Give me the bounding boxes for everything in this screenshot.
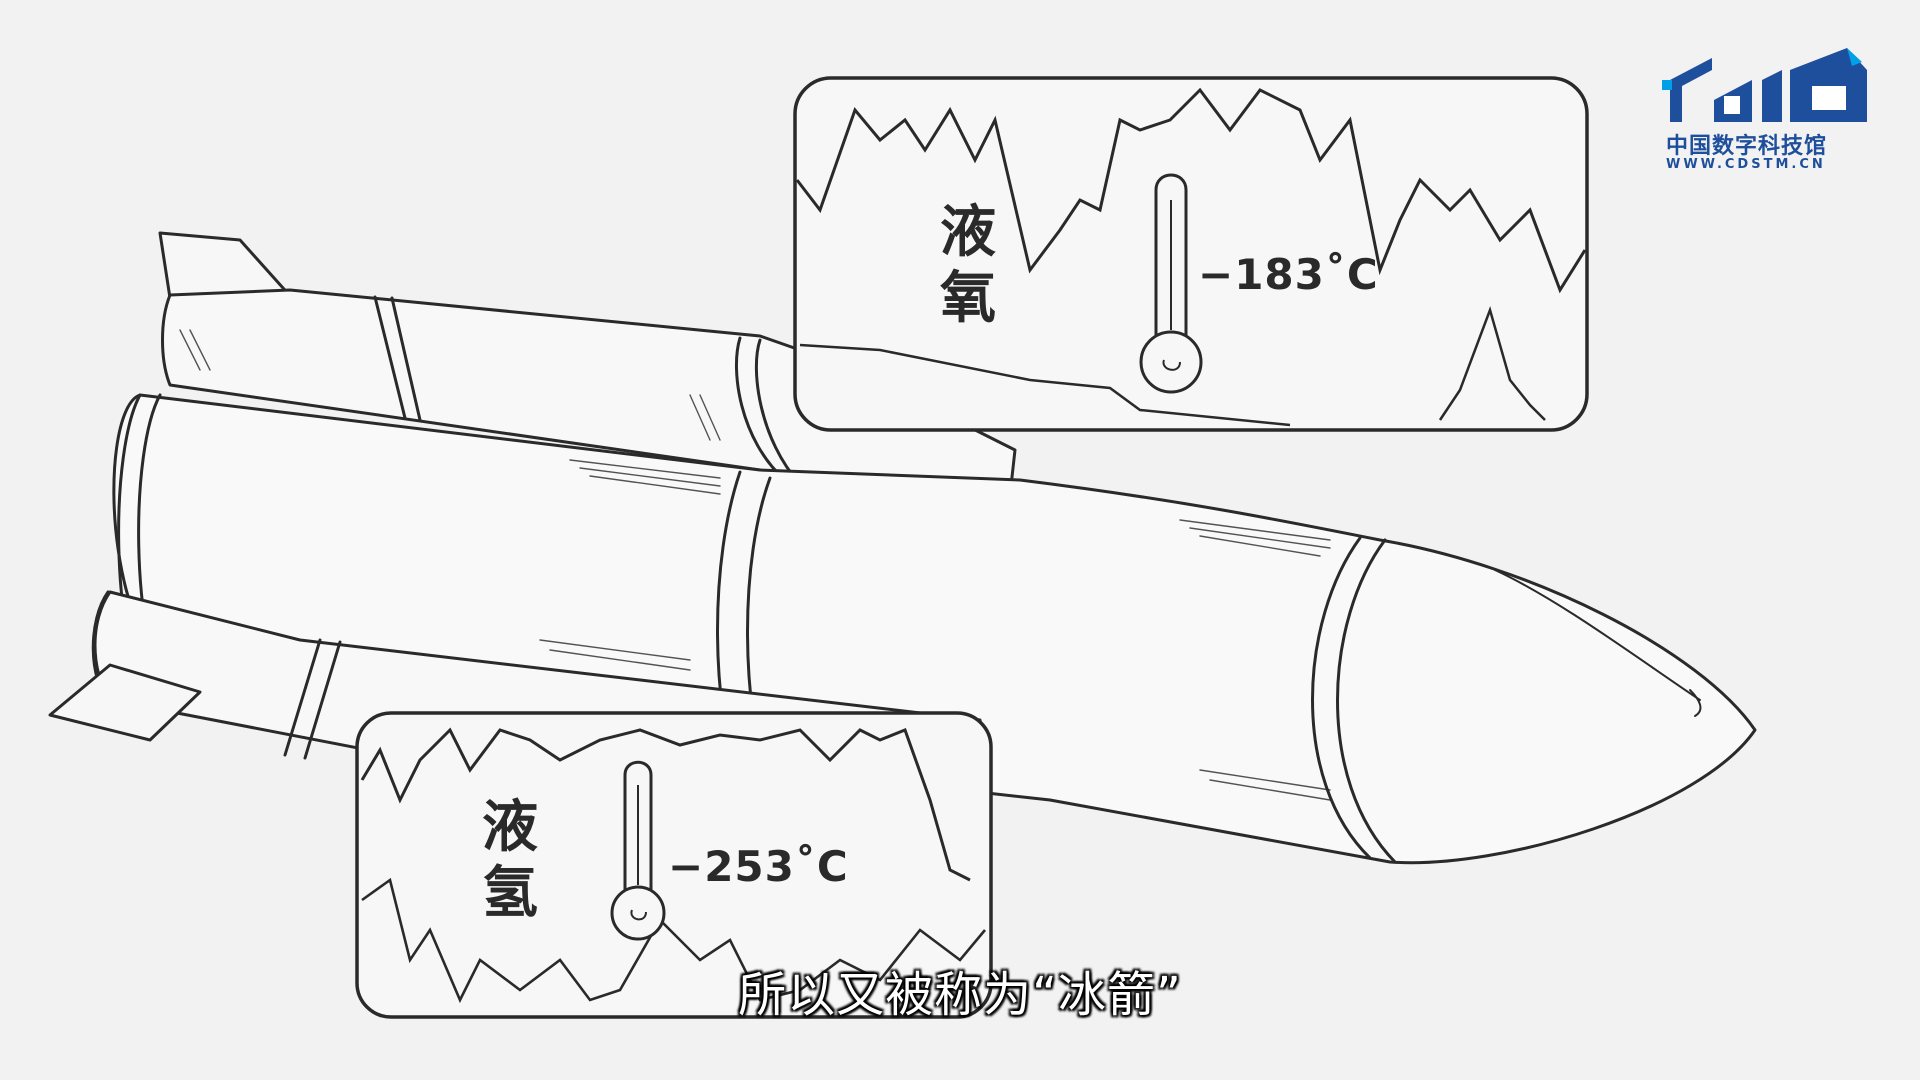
oxygen-label-line1: 液 xyxy=(940,200,996,265)
hydrogen-thermometer-icon xyxy=(610,760,666,941)
hydrogen-label-line1: 液 xyxy=(482,795,538,860)
oxygen-thermometer-icon xyxy=(1139,173,1203,394)
logo-url: WWW.CDSTM.CN xyxy=(1666,157,1826,172)
hydrogen-label-line2: 氢 xyxy=(482,861,538,926)
logo-name: 中国数字科技馆 xyxy=(1666,134,1828,159)
lower-fin xyxy=(48,663,202,742)
upper-fin xyxy=(158,231,294,300)
hydrogen-label: 液 氢 xyxy=(475,795,545,927)
hydrogen-inset-panel xyxy=(355,711,993,1019)
subtitle-caption: 所以又被称为“冰箭” xyxy=(738,967,1182,1023)
cdstm-logo xyxy=(1662,48,1867,122)
hydrogen-temperature: −253˚C xyxy=(668,842,849,891)
oxygen-label-line2: 氧 xyxy=(940,266,996,331)
oxygen-temperature: −183˚C xyxy=(1198,250,1379,299)
cdstm-logo-mark xyxy=(1662,48,1867,122)
oxygen-inset-panel xyxy=(793,76,1589,432)
oxygen-label: 液 氧 xyxy=(933,200,1003,332)
